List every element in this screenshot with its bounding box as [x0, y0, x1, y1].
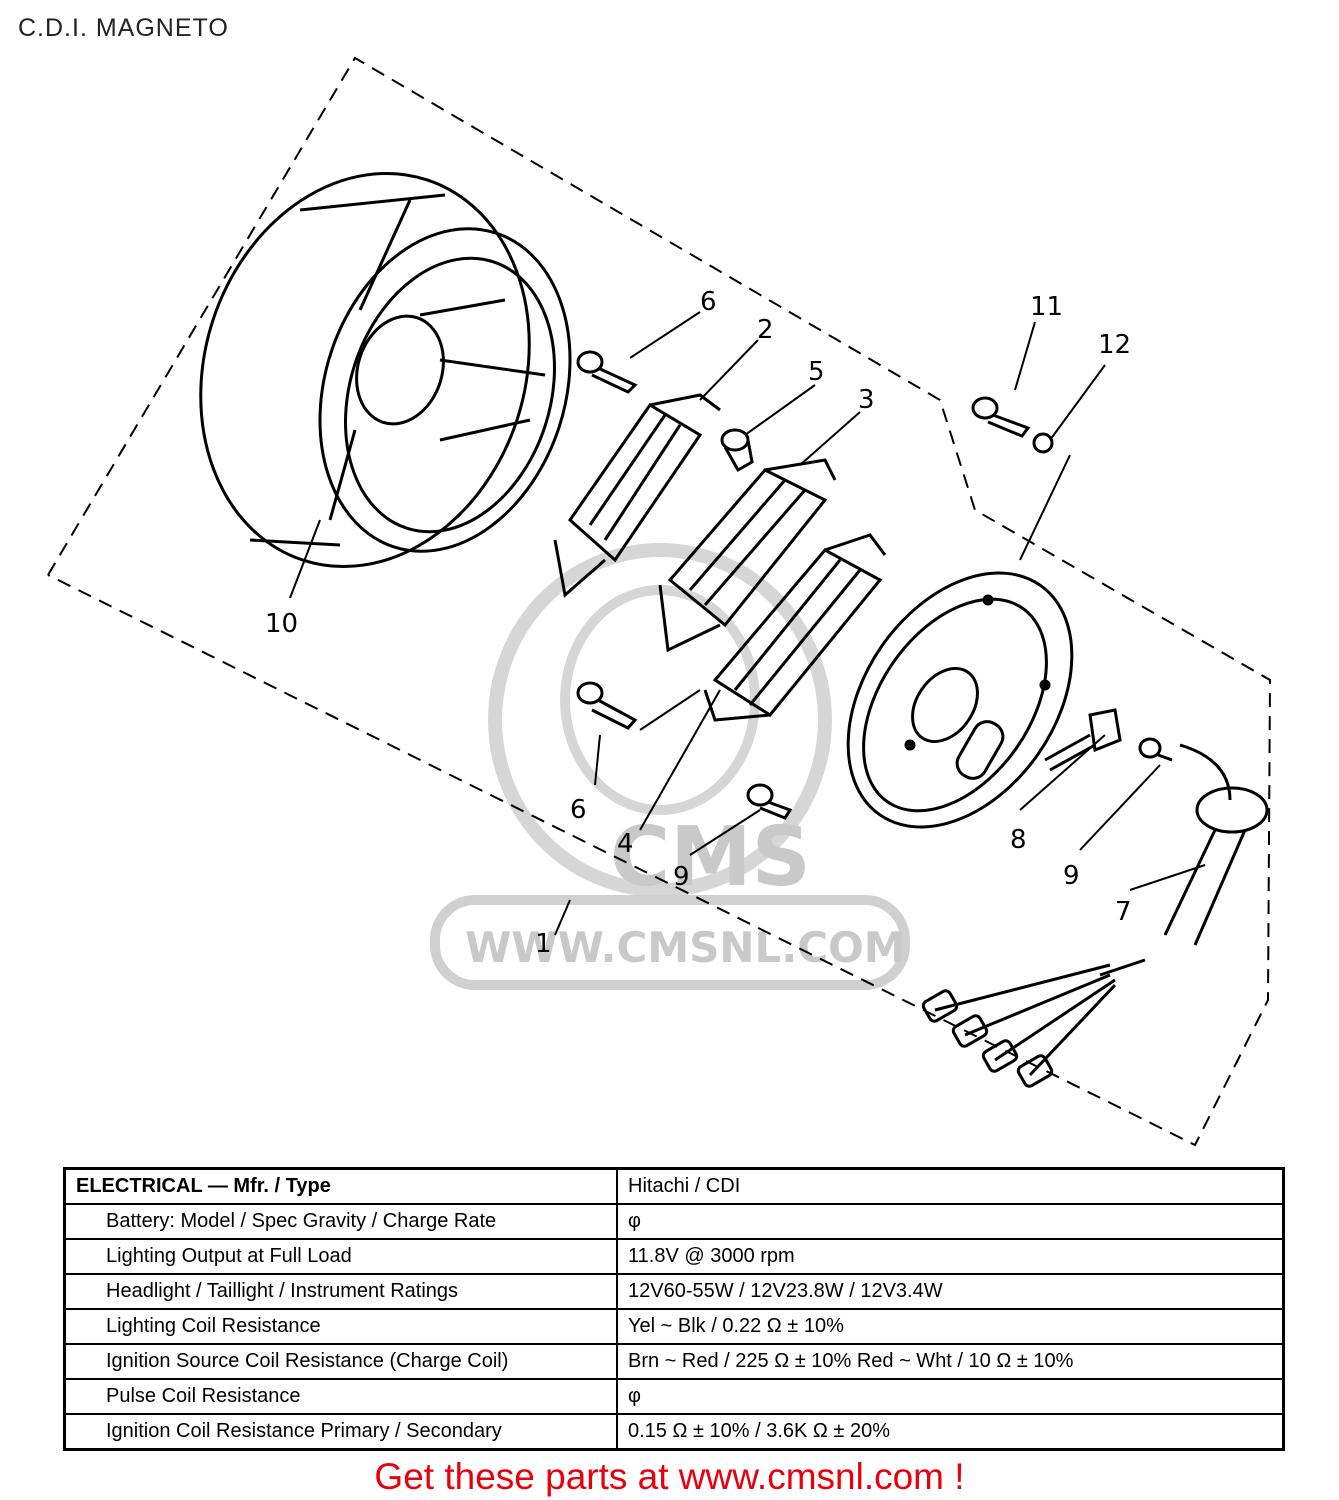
exploded-parts-diagram: CMS WWW.CMSNL.COM — [47, 56, 1272, 1147]
table-row: Ignition Coil Resistance Primary / Secon… — [63, 1413, 1285, 1451]
table-row: Ignition Source Coil Resistance (Charge … — [63, 1343, 1285, 1380]
watermark-url: WWW.CMSNL.COM — [465, 923, 906, 972]
charge-coil — [553, 393, 721, 598]
spec-value: φ — [616, 1378, 1285, 1415]
spec-label: Lighting Coil Resistance — [63, 1308, 618, 1345]
flywheel-rotor — [199, 171, 572, 569]
stator-base-plate — [846, 571, 1074, 829]
collar — [720, 428, 754, 473]
page-title: C.D.I. MAGNETO — [18, 14, 229, 42]
callout-9-right: 9 — [1063, 861, 1080, 891]
spec-value: Yel ~ Blk / 0.22 Ω ± 10% — [616, 1308, 1285, 1345]
watermark-logo: CMS — [610, 810, 811, 905]
callout-7: 7 — [1115, 897, 1132, 927]
table-row: Battery: Model / Spec Gravity / Charge R… — [63, 1203, 1285, 1240]
spec-label: Lighting Output at Full Load — [63, 1238, 618, 1275]
pulser-coil — [703, 533, 887, 722]
spec-label: Headlight / Taillight / Instrument Ratin… — [63, 1273, 618, 1310]
spec-label: ELECTRICAL — Mfr. / Type — [63, 1167, 618, 1205]
callout-10: 10 — [265, 609, 298, 639]
spec-value: 11.8V @ 3000 rpm — [616, 1238, 1285, 1275]
table-row: Pulse Coil Resistance φ — [63, 1378, 1285, 1415]
table-row: Headlight / Taillight / Instrument Ratin… — [63, 1273, 1285, 1310]
spec-label: Battery: Model / Spec Gravity / Charge R… — [63, 1203, 618, 1240]
spec-label: Ignition Coil Resistance Primary / Secon… — [63, 1413, 618, 1451]
screws — [576, 350, 1173, 820]
callout-6-top: 6 — [700, 287, 717, 317]
electrical-spec-table: ELECTRICAL — Mfr. / Type Hitachi / CDI B… — [63, 1167, 1285, 1451]
callout-9-left: 9 — [673, 862, 690, 892]
spec-label: Pulse Coil Resistance — [63, 1378, 618, 1415]
callout-5: 5 — [808, 357, 825, 387]
callout-1: 1 — [535, 929, 552, 959]
table-row: Lighting Output at Full Load 11.8V @ 300… — [63, 1238, 1285, 1275]
table-row: ELECTRICAL — Mfr. / Type Hitachi / CDI — [63, 1167, 1285, 1205]
table-row: Lighting Coil Resistance Yel ~ Blk / 0.2… — [63, 1308, 1285, 1345]
spec-label: Ignition Source Coil Resistance (Charge … — [63, 1343, 618, 1380]
cmsnl-watermark: CMS WWW.CMSNL.COM — [430, 543, 910, 990]
callout-numbers: 1 2 3 4 5 6 6 7 8 9 9 10 11 12 — [265, 287, 1132, 959]
callout-12: 12 — [1098, 330, 1131, 360]
wire-harness — [921, 708, 1269, 1088]
callout-8: 8 — [1010, 825, 1027, 855]
leader-lines — [289, 311, 1206, 936]
lighting-coil — [658, 458, 837, 653]
spec-value: Hitachi / CDI — [616, 1167, 1285, 1205]
spec-value: Brn ~ Red / 225 Ω ± 10% Red ~ Wht / 10 Ω… — [616, 1343, 1285, 1380]
callout-2: 2 — [757, 315, 774, 345]
callout-4: 4 — [617, 829, 634, 859]
promo-link[interactable]: Get these parts at www.cmsnl.com ! — [374, 1456, 965, 1497]
callout-11: 11 — [1030, 292, 1063, 322]
assembly-outline — [47, 56, 1272, 1147]
callout-3: 3 — [858, 385, 875, 415]
callout-6-bottom: 6 — [570, 795, 587, 825]
spec-value: 0.15 Ω ± 10% / 3.6K Ω ± 20% — [616, 1413, 1285, 1451]
spec-value: φ — [616, 1203, 1285, 1240]
spec-value: 12V60-55W / 12V23.8W / 12V3.4W — [616, 1273, 1285, 1310]
